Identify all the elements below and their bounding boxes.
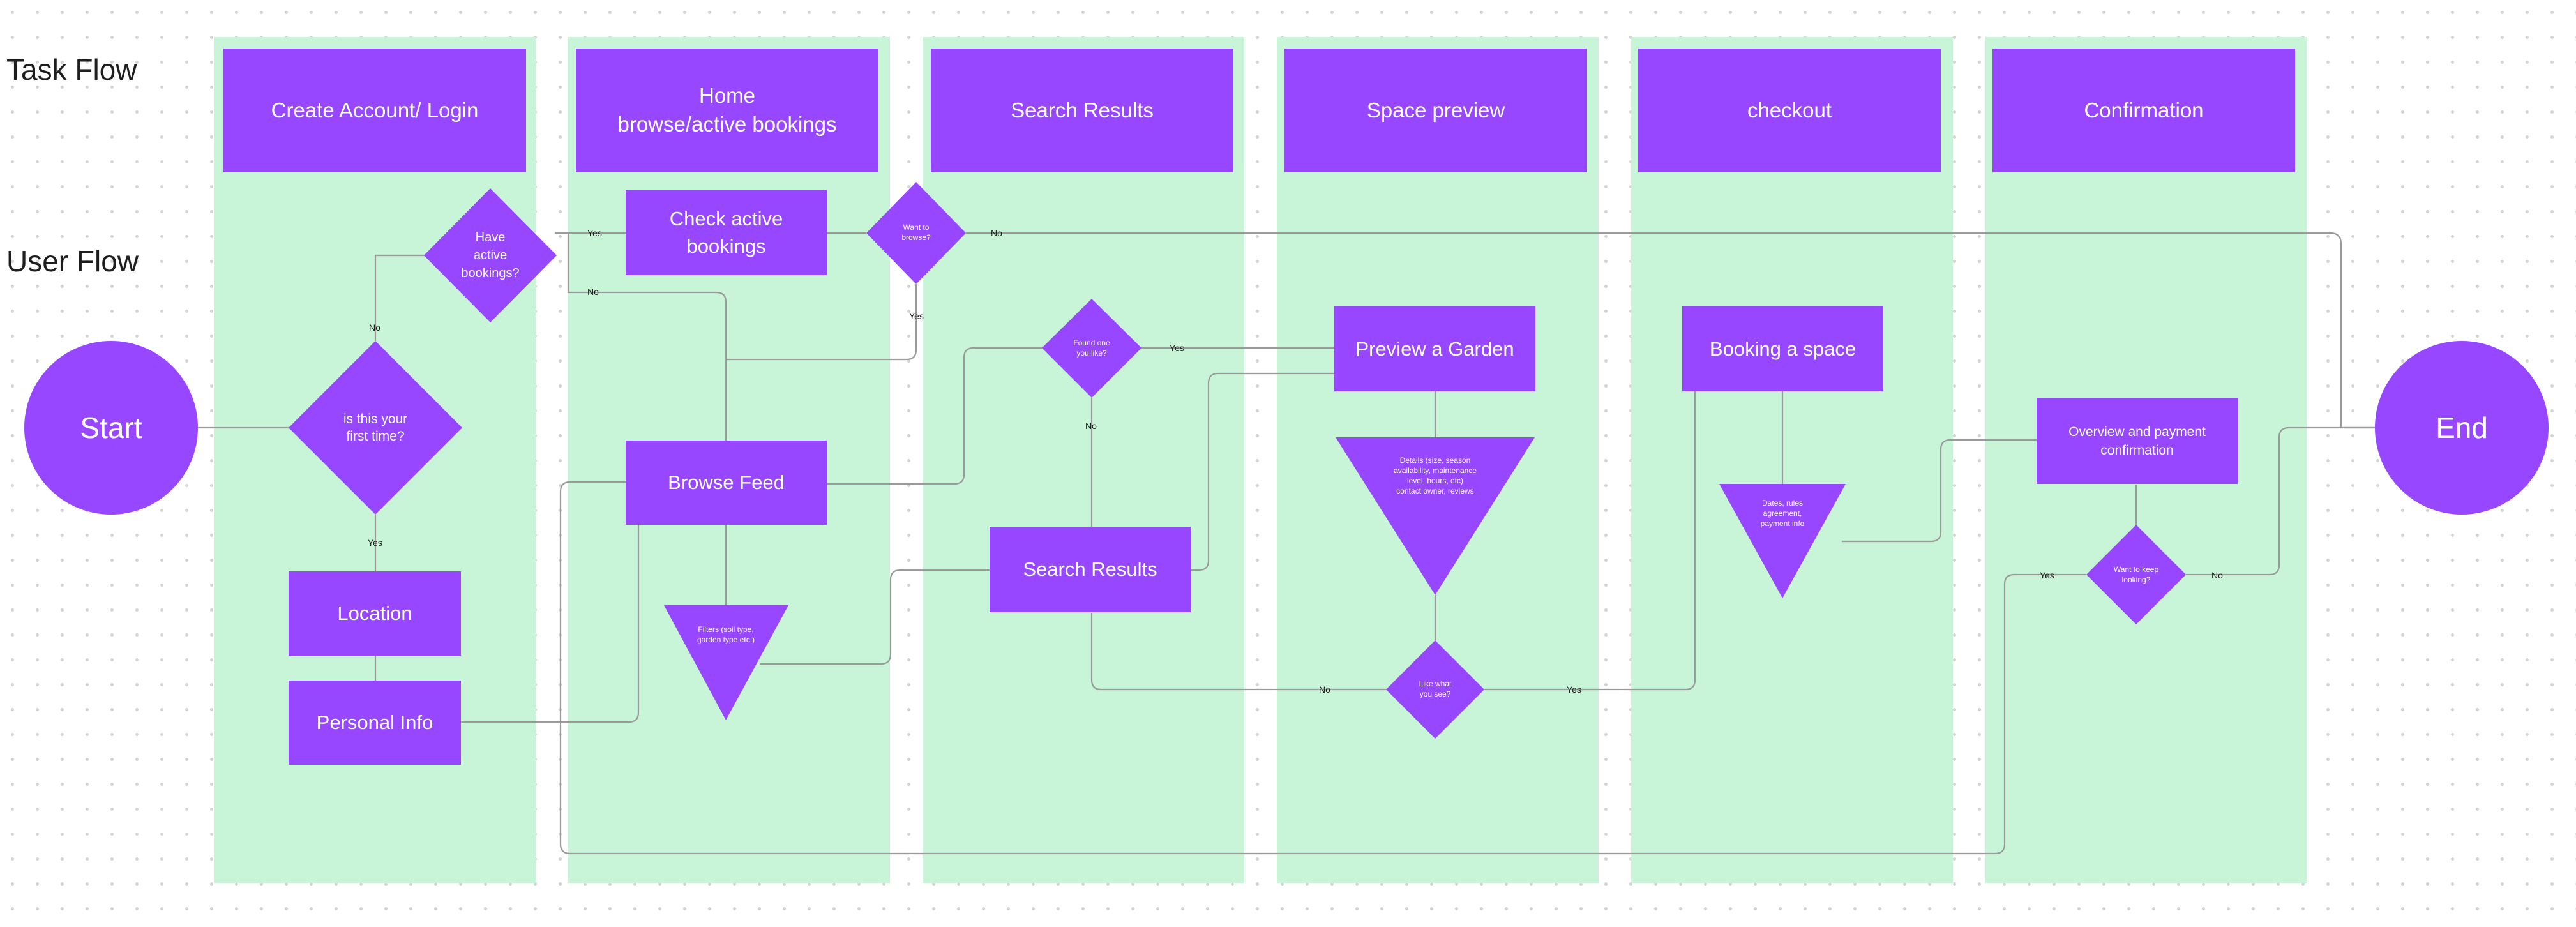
first-time-line1: is this your [343, 412, 407, 426]
row-label-task-flow: Task Flow [6, 53, 137, 86]
node-overview-payment: Overview and payment confirmation [2037, 398, 2238, 484]
connector-like-booking [1484, 391, 1696, 691]
decision-keep-looking [2086, 525, 2186, 624]
connector-browse-found [825, 347, 1043, 485]
end-node: End [2375, 341, 2549, 515]
filters-line2: garden type etc.) [697, 635, 755, 644]
edge-label-no-found: No [1085, 421, 1097, 431]
connector-personal-browse [460, 524, 640, 723]
decision-active-bookings [424, 188, 557, 322]
like-line1: Like what [1419, 679, 1452, 688]
connector-first-time-active [374, 254, 425, 341]
connector-filters-search [760, 569, 990, 665]
connector-search-preview [1189, 372, 1334, 571]
first-time-line2: first time? [346, 429, 404, 444]
connector-like-no-search [1090, 613, 1387, 691]
want-browse-line1: Want to [903, 223, 930, 232]
edge-label-yes-like: Yes [1567, 684, 1581, 695]
node-personal-info: Personal Info [289, 681, 461, 765]
edge-label-no-keep: No [2211, 570, 2223, 580]
keep-line2: looking? [2122, 575, 2151, 584]
lane-header-create-account: Create Account/ Login [223, 49, 526, 172]
connector-browse-end [966, 232, 2375, 429]
lane-search-results [923, 37, 1244, 883]
lane-header-search-results: Search Results [931, 49, 1233, 172]
edge-label-yes-found: Yes [1170, 343, 1184, 353]
row-label-user-flow: User Flow [6, 245, 139, 278]
details-line3: level, hours, etc) [1407, 476, 1463, 485]
lane-checkout [1631, 37, 1953, 883]
want-browse-line2: browse? [901, 233, 931, 242]
connector-keep-end [2186, 426, 2375, 576]
edge-label-no-first-time: No [369, 322, 380, 333]
edge-label-no-browse: No [991, 228, 1002, 238]
edge-label-no-active: No [587, 287, 599, 297]
dates-line3: payment info [1761, 519, 1805, 528]
active-line2: active [474, 248, 507, 262]
note-filters [664, 605, 788, 720]
node-check-active: Check active bookings [626, 190, 827, 275]
filters-line1: Filters (soil type, [698, 625, 753, 634]
node-search-results: Search Results [990, 527, 1191, 612]
svg-text:Filters (soil type,garden type: Filters (soil type,garden type etc.) [697, 625, 755, 644]
decision-like-what [1386, 640, 1484, 739]
node-browse-feed: Browse Feed [626, 441, 827, 525]
connector-keep-browse [559, 481, 2086, 855]
note-details [1336, 437, 1535, 595]
found-line1: Found one [1073, 338, 1110, 347]
edge-label-yes-active: Yes [587, 228, 602, 238]
details-line2: availability, maintenance [1394, 466, 1477, 475]
details-line4: contact owner, reviews [1396, 486, 1473, 495]
active-line3: bookings? [461, 266, 519, 280]
connector-browse-yes [726, 284, 917, 361]
dates-line2: agreement, [1763, 509, 1802, 518]
node-booking-space: Booking a space [1682, 306, 1883, 391]
connector-dates-overview [1842, 439, 2037, 543]
note-dates [1719, 484, 1846, 598]
keep-line1: Want to keep [2114, 565, 2159, 574]
details-line1: Details (size, season [1400, 456, 1471, 465]
connector-active-browse [567, 233, 727, 441]
lane-header-confirmation: Confirmation [1992, 49, 2295, 172]
active-line1: Have [476, 230, 506, 245]
start-node: Start [24, 341, 198, 515]
decision-found-one [1042, 299, 1141, 398]
lane-header-checkout: checkout [1638, 49, 1941, 172]
edge-label-yes-first-time: Yes [368, 538, 382, 548]
edge-label-no-like: No [1319, 684, 1330, 695]
lane-header-home: Home browse/active bookings [576, 49, 878, 172]
edge-label-yes-keep: Yes [2040, 570, 2054, 580]
node-location: Location [289, 571, 461, 656]
found-line2: you like? [1076, 349, 1107, 358]
decision-want-browse [866, 182, 966, 284]
edge-label-yes-browse: Yes [909, 311, 924, 321]
node-preview-garden: Preview a Garden [1334, 306, 1535, 391]
lane-header-space-preview: Space preview [1284, 49, 1587, 172]
dates-line1: Dates, rules [1762, 499, 1803, 508]
like-line2: you see? [1420, 690, 1451, 698]
decision-first-time [289, 341, 462, 515]
